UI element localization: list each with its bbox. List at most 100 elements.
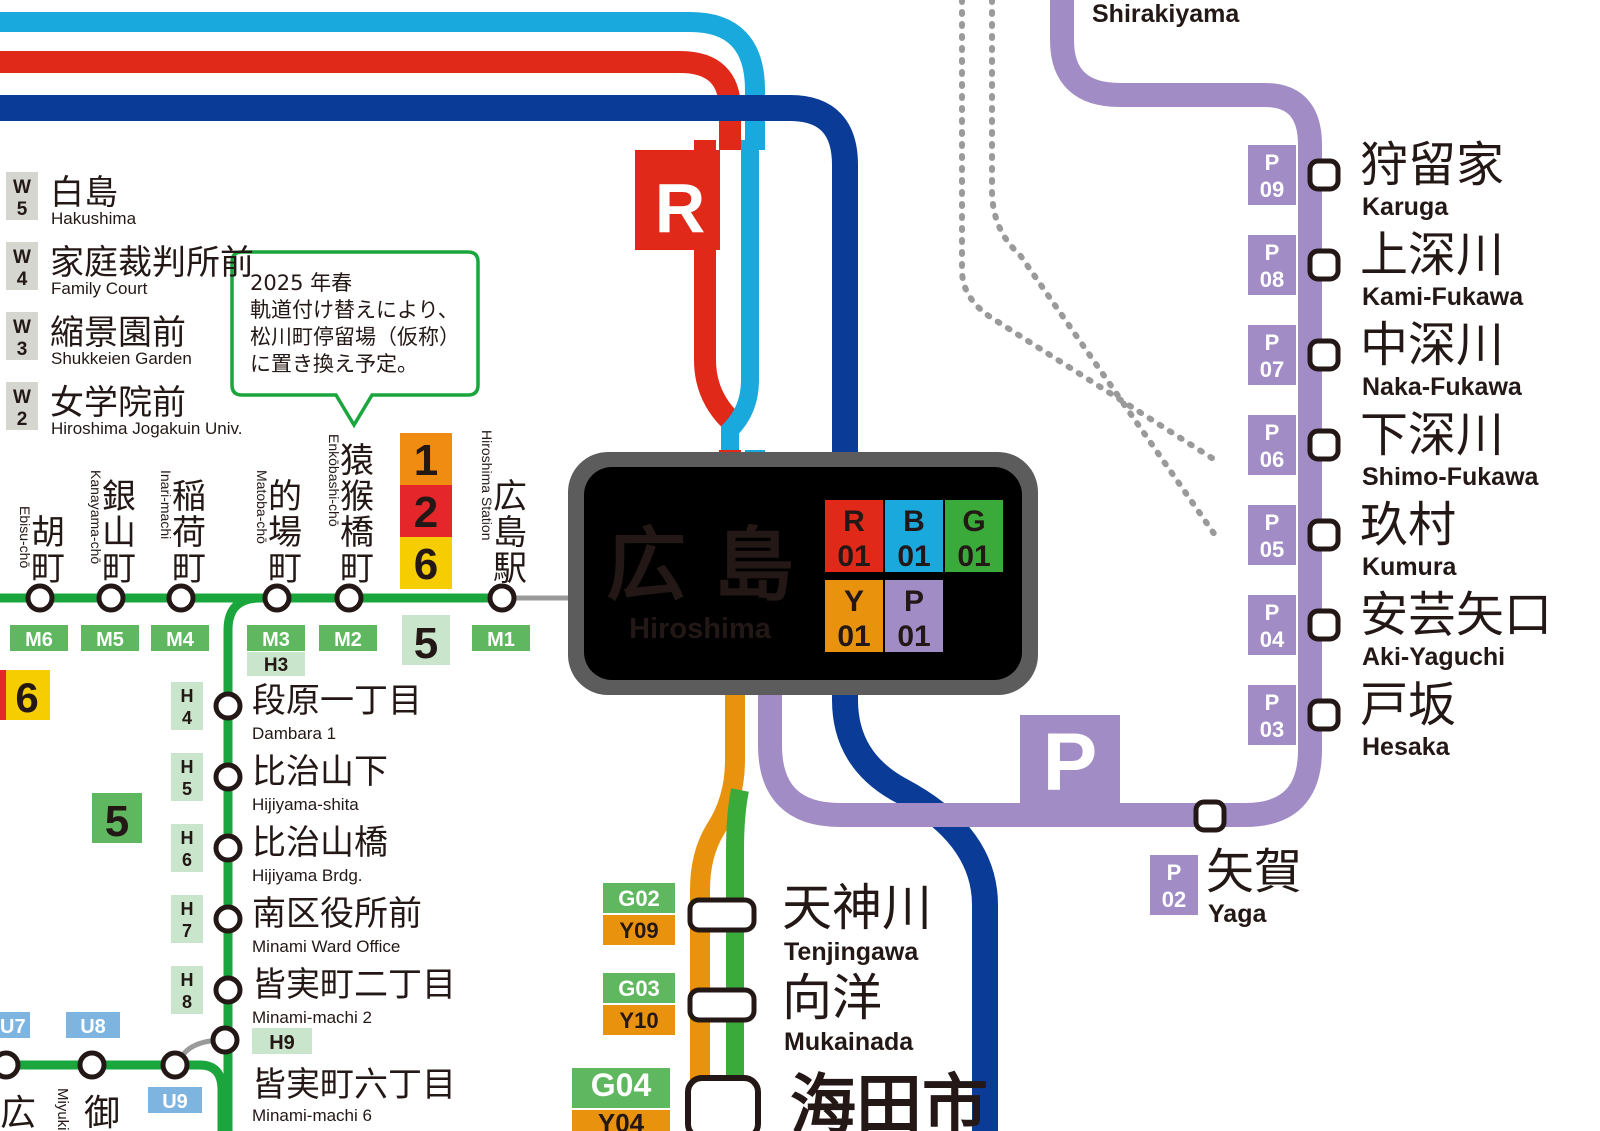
station-name-en: Hijiyama Brdg.	[252, 866, 363, 885]
station-name-en: Tenjingawa	[784, 938, 919, 966]
station-name-jp: 矢賀	[1206, 844, 1302, 900]
station-name-en: Mukainada	[784, 1028, 914, 1056]
station-dot	[687, 987, 757, 1023]
station-code-g: G02	[618, 886, 660, 911]
svg-text:U7: U7	[0, 1016, 26, 1038]
station-name-jp: 上深川	[1360, 227, 1504, 283]
station-name-jp-char: 駅	[493, 549, 527, 589]
station-dot-u8	[77, 1050, 107, 1080]
station-code-letter: W	[13, 247, 31, 268]
hub-code-b01: B01	[885, 500, 943, 573]
line-sky-stub	[721, 140, 759, 450]
line-badge-r: R	[635, 150, 720, 250]
station-name-en: Hesaka	[1362, 733, 1451, 761]
station-dot	[334, 583, 364, 613]
station-name-jp: 天神川	[782, 879, 932, 937]
line-badge-r-letter: R	[655, 169, 706, 247]
u-station-list: U7 U8 U9 広 御 Miyuki	[0, 1012, 202, 1131]
station-name-jp: 比治山下	[252, 752, 388, 792]
station-code-letter: P	[1265, 690, 1280, 715]
station-name-jp: 女学院前	[50, 383, 186, 423]
hub-name-en: Hiroshima	[629, 613, 772, 645]
station-dot	[96, 583, 126, 613]
station-code: M6	[25, 629, 53, 651]
station-name-en: Kumura	[1362, 553, 1458, 581]
notice-bubble: 2025 年春 軌道付け替えにより、 松川町停留場（仮称） に置き換え予定。	[230, 250, 480, 429]
station-name-en: Kami-Fukawa	[1362, 283, 1524, 311]
station-dot	[1307, 428, 1341, 462]
station-code: M2	[334, 629, 362, 651]
notice-line-2: 軌道付け替えにより、	[250, 298, 459, 322]
station-name-en: Shimo-Fukawa	[1362, 463, 1540, 491]
svg-text:U9: U9	[162, 1091, 188, 1113]
station-code-number: 6	[182, 850, 192, 870]
station-code: M5	[96, 629, 124, 651]
station-code-number: 08	[1260, 267, 1284, 292]
route-number-6-left: 6	[0, 670, 50, 721]
station-dot	[213, 762, 243, 792]
station-name-jp-char: 島	[493, 513, 527, 553]
station-name-en: Inari-machi	[158, 470, 174, 539]
station-name-jp: 下深川	[1360, 407, 1504, 463]
station-dot	[262, 583, 292, 613]
route-number-2: 2	[414, 488, 438, 537]
station-name-en: Family Court	[51, 279, 148, 298]
station-code-letter: W	[13, 177, 31, 198]
station-code: H9	[269, 1032, 295, 1054]
station-name-en: Hijiyama-shita	[252, 795, 359, 814]
station-code-letter: H	[181, 899, 194, 919]
station-dot	[1307, 248, 1341, 282]
station-name-jp: 中深川	[1360, 317, 1504, 373]
station-dot	[1307, 698, 1341, 732]
station-code-letter: H	[181, 757, 194, 777]
hub-code-letter: B	[903, 505, 925, 538]
route-number-1: 1	[414, 436, 438, 485]
station-name-jp-char: 猴	[340, 477, 374, 517]
station-name-jp: 玖村	[1360, 497, 1456, 553]
station-dot	[1307, 158, 1341, 192]
station-name-en: Hiroshima Station	[479, 430, 495, 541]
hub-name-jp: 広 島	[606, 519, 794, 612]
dotted-line-inner	[989, 0, 1218, 538]
station-code-number: 02	[1162, 887, 1186, 912]
station-name-en: Hakushima	[51, 209, 137, 228]
line-orange	[690, 690, 745, 1131]
station-dot	[1307, 338, 1341, 372]
hub-code-number: 01	[837, 540, 870, 573]
station-dot	[1307, 608, 1341, 642]
route-number-5: 5	[414, 619, 438, 668]
station-name-jp-char: 胡	[31, 513, 65, 553]
station-dot	[213, 904, 243, 934]
station-code-letter: P	[1265, 420, 1280, 445]
hub-code-number: 01	[957, 540, 990, 573]
